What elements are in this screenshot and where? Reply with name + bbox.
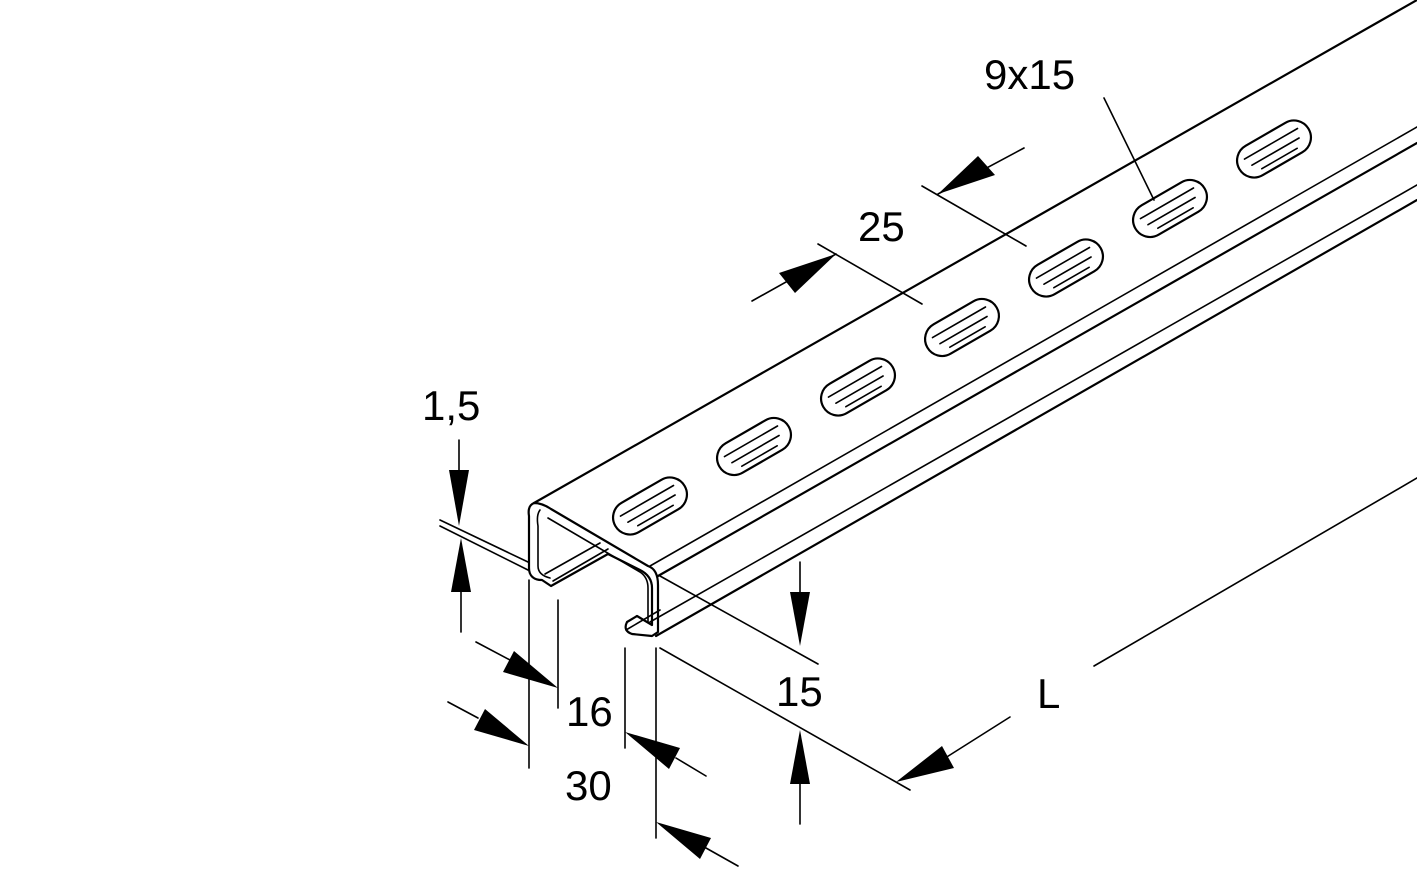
height-arrow-bottom <box>790 730 810 784</box>
dimension-width: 30 <box>447 647 739 867</box>
slot-shading-line <box>627 494 676 523</box>
slot-shading-line <box>741 445 778 468</box>
width-dim-line-right <box>705 847 739 867</box>
slot-shading-line <box>1157 207 1194 230</box>
width-arrow-left <box>474 709 529 746</box>
thickness-extension-2 <box>439 525 529 571</box>
slot-outline <box>819 357 897 417</box>
profile-inner-top <box>547 517 649 623</box>
width-arrow-right <box>656 822 711 859</box>
height-extension-2 <box>659 647 911 791</box>
side-face-bottom-edge <box>654 198 1417 638</box>
profile-inner-wall <box>536 509 551 579</box>
dimension-length: L <box>896 477 1417 782</box>
slot-shading-line <box>619 484 675 517</box>
height-extension-1 <box>659 575 819 665</box>
dimension-thickness: 1,5 <box>422 382 529 633</box>
opening-label: 16 <box>566 688 613 735</box>
pitch-arrow-left <box>779 254 836 293</box>
pitch-extension-1 <box>817 243 923 305</box>
height-label: 15 <box>776 668 823 715</box>
slot <box>715 416 793 477</box>
slot-shading-line <box>835 375 884 404</box>
length-dim-line-upper <box>1093 477 1417 667</box>
slot <box>819 357 897 417</box>
slot-shading-line <box>827 365 883 398</box>
thickness-arrow-bottom <box>451 538 471 592</box>
slot-row <box>611 119 1313 536</box>
slot-shading-line <box>1261 147 1298 170</box>
slot-leader <box>1103 97 1155 201</box>
thickness-label: 1,5 <box>422 382 480 429</box>
width-arrow-mid <box>625 732 680 769</box>
rail-body <box>527 0 1417 638</box>
slot-shading-line <box>1053 266 1090 289</box>
width-dim-line-mid <box>675 757 707 777</box>
profile-inner-floor <box>544 542 609 582</box>
pitch-label: 25 <box>858 203 905 250</box>
slot-shading-line <box>731 434 780 464</box>
slot-shading-line <box>1251 137 1300 166</box>
slot-shading-line <box>637 504 674 527</box>
height-arrow-top <box>790 592 810 646</box>
width-dim-line-left <box>447 701 479 719</box>
slot-shading-line <box>1035 246 1091 279</box>
width-label: 30 <box>565 762 612 809</box>
dimension-opening: 16 <box>475 579 613 769</box>
slot <box>1235 119 1313 179</box>
top-face-back-edge <box>532 0 1417 505</box>
length-label: L <box>1037 670 1060 717</box>
slot-outline <box>1131 178 1209 239</box>
slot-outline <box>923 297 1001 358</box>
pitch-arrow-right <box>938 156 995 194</box>
dimension-height: 15 <box>659 561 911 825</box>
top-face-inner-line <box>649 126 1417 567</box>
length-dim-line-lower <box>941 716 1011 761</box>
slot-outline <box>715 416 793 477</box>
slot-shading-line <box>1243 127 1299 160</box>
slot-shading-line <box>949 326 986 349</box>
slot <box>1027 238 1105 298</box>
slot-shading-line <box>1139 187 1195 220</box>
length-arrow <box>896 746 954 782</box>
slot-shading-line <box>939 315 988 345</box>
thickness-extension-1 <box>439 519 529 563</box>
slot-shading-line <box>1147 196 1196 226</box>
dimension-slot: 9x15 <box>984 51 1155 201</box>
slot-outline <box>1235 119 1313 179</box>
opening-dim-line <box>475 641 511 661</box>
opening-arrow <box>503 651 558 688</box>
slot <box>611 476 689 536</box>
thickness-arrow-top <box>449 470 469 526</box>
slot-outline <box>1027 238 1105 298</box>
slot-size-label: 9x15 <box>984 51 1075 98</box>
side-face-inner-line <box>649 184 1417 623</box>
dimension-pitch: 25 <box>751 147 1027 305</box>
profile-outline <box>527 501 660 638</box>
top-face-front-edge <box>656 141 1417 578</box>
pitch-extension-2 <box>921 185 1027 247</box>
slot <box>1131 178 1209 239</box>
slot-shading-line <box>723 425 779 458</box>
slot-shading-line <box>931 306 987 339</box>
slot-outline <box>611 476 689 536</box>
slot-shading-line <box>845 385 882 408</box>
slot <box>923 297 1001 358</box>
slot-shading-line <box>1043 256 1092 285</box>
